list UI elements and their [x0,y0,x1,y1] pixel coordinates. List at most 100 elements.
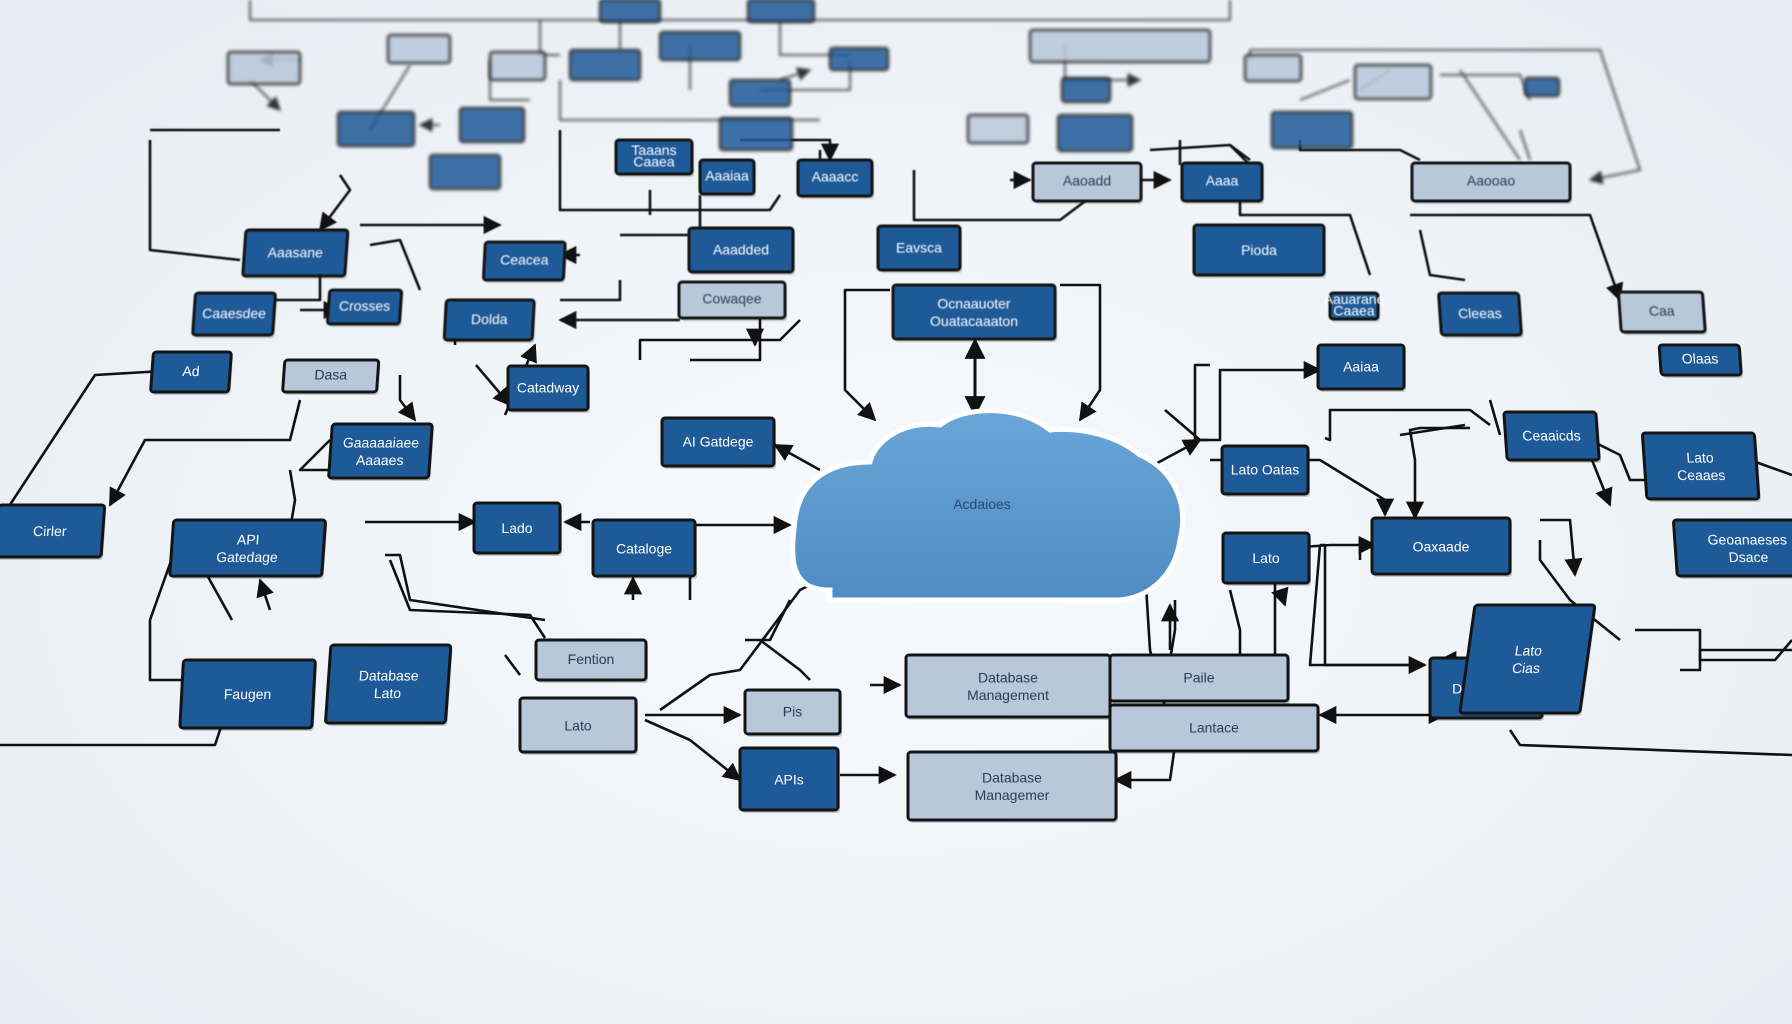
background-node [1060,76,1112,104]
node-box [687,226,795,274]
node-box [1410,161,1572,203]
node-olaas[interactable]: Olaas [1657,343,1744,378]
node-aaooao[interactable]: Aaooao [1410,161,1572,204]
node-lato-right[interactable]: Lato [1221,531,1311,586]
node-ceacea[interactable]: Ceacea [481,240,568,283]
node-aaadded[interactable]: Aaadded [687,226,795,275]
node-ceaaicds[interactable]: Ceaaicds [1502,410,1602,463]
node-box [1192,223,1326,277]
node-box [891,283,1057,341]
node-aaasane[interactable]: Aaasane [241,228,350,279]
node-aaaa[interactable]: Aaaa [1180,161,1264,204]
edge [558,130,782,212]
edge [318,174,352,232]
node-aaaacc[interactable]: Aaaacc [796,158,874,199]
background-node [1028,28,1212,64]
node-aaaiaa[interactable]: Aaaiaa [698,158,756,197]
node-box [1437,291,1523,337]
node-caa-l[interactable]: Caa [1617,290,1708,335]
node-catalags[interactable]: Cataloge [591,518,697,579]
node-box [241,228,350,278]
node-pioda[interactable]: Pioda [1192,223,1326,278]
background-node [828,46,890,72]
edge [1324,408,1491,442]
node-box [1370,516,1512,576]
node-box [1221,531,1311,585]
node-cleeas[interactable]: Cleeas [1437,291,1524,338]
edge [1635,628,1792,662]
node-box [1657,343,1743,377]
edge [108,399,302,507]
edge [1488,399,1502,436]
edge [1228,589,1242,660]
edge [369,238,422,291]
node-box [191,291,277,337]
node-box [738,746,840,812]
edge [503,654,522,676]
edge [1399,423,1466,437]
node-pis[interactable]: Pis [743,688,842,737]
node-cowaqee[interactable]: Cowaqee [677,280,787,321]
node-crosses[interactable]: Crosses [326,288,404,327]
node-box [1031,161,1143,203]
node-box [281,358,381,394]
background-node [728,78,792,108]
background-node [226,50,302,86]
edge [1405,426,1470,520]
node-api-gateway-center[interactable]: AI Gatdege [660,416,776,469]
node-apis[interactable]: APIs [738,746,840,813]
node-box [1108,703,1320,753]
node-aaiaa[interactable]: Aaiaa [1316,343,1406,392]
node-box [660,416,776,468]
node-lato-left[interactable]: Lato [518,696,638,755]
node-dolda[interactable]: Dolda [442,298,536,343]
node-lato-oatas[interactable]: Lato Oatas [1220,444,1310,497]
node-cirler[interactable]: Cirler [0,503,107,560]
background-node [458,106,526,144]
cloud-node[interactable]: Acdaioes [790,408,1186,603]
edge [843,288,890,422]
background-node [386,33,452,65]
node-eavsca[interactable]: Eavsca [876,224,962,273]
node-oaxaade[interactable]: Oaxaade [1370,516,1512,577]
edge [1271,586,1289,607]
node-box [1108,653,1290,703]
background-node [598,0,662,24]
node-dasa[interactable]: Dasa [281,358,381,395]
node-box [442,298,536,342]
node-lado[interactable]: Lado [472,501,562,556]
node-box [327,422,434,480]
node-feaugen[interactable]: Faugen [178,658,318,731]
node-paile[interactable]: Paile [1108,653,1290,704]
node-lantace[interactable]: Lantace [1108,703,1320,754]
node-box [614,138,694,176]
edge [1249,49,1641,185]
node-catadway[interactable]: Catadway [506,364,590,413]
background-node [488,50,547,82]
node-ad[interactable]: Ad [149,350,233,395]
node-fention[interactable]: Fention [534,638,648,683]
edge [397,375,417,422]
background-node [428,153,502,191]
background-node [718,116,794,152]
node-aaoadd[interactable]: Aaoadd [1031,161,1143,204]
background-node [336,110,416,148]
node-box [1640,431,1761,501]
node-caaesdee[interactable]: Caaesdee [191,291,278,338]
node-box [326,288,404,326]
background-node [966,113,1030,145]
